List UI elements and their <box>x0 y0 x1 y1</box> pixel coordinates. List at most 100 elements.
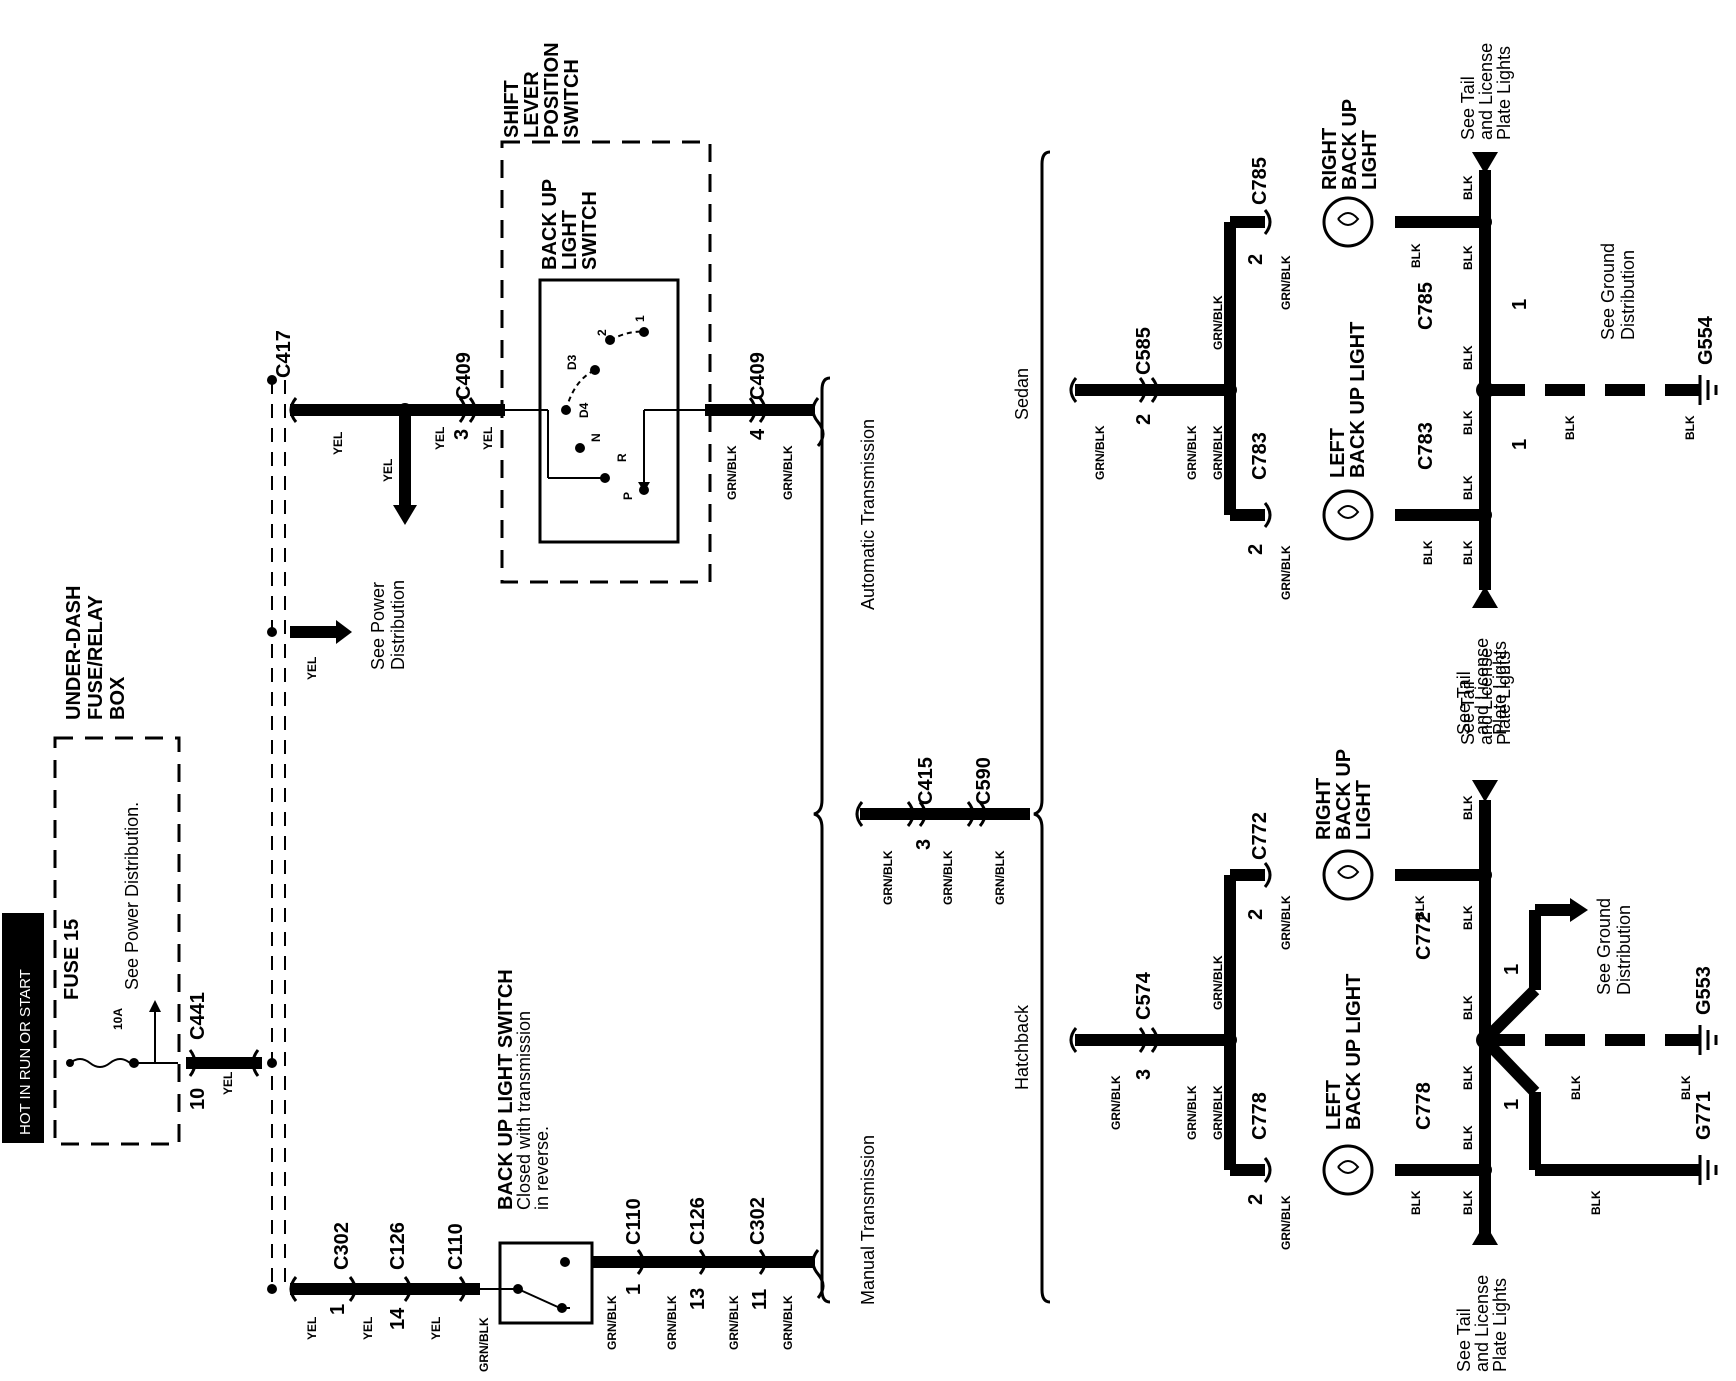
fuse-box-title-3: BOX <box>107 676 129 720</box>
power-ref-2: Distribution <box>388 580 408 670</box>
wire-label-blk: BLK <box>1461 795 1475 820</box>
c590-label: C590 <box>973 757 995 805</box>
wire-label-yel: YEL <box>305 657 319 680</box>
c785-label-b: C785 <box>1415 282 1437 330</box>
c574-label: C574 <box>1133 971 1155 1020</box>
pin-1: 1 <box>327 1304 349 1315</box>
pos-1: 1 <box>633 315 647 322</box>
wire-label-blk: BLK <box>1461 345 1475 370</box>
left-backup-lamp-sedan: LEFT BACK UP LIGHT <box>1322 322 1374 541</box>
wire-label-grn-blk: GRN/BLK <box>1279 545 1293 600</box>
c110-label-a: C110 <box>445 1223 467 1270</box>
svg-text:and License: and License <box>1472 638 1492 735</box>
pin-2: 2 <box>1245 909 1267 920</box>
pin-1: 1 <box>1501 964 1523 975</box>
wire-label-yel: YEL <box>331 432 345 455</box>
svg-text:and License: and License <box>1476 648 1496 745</box>
right-backup-lamp-hatchback: RIGHT BACK UP LIGHT <box>1313 749 1375 901</box>
wire-label-grn-blk: GRN/BLK <box>993 850 1007 905</box>
pos-n: N <box>589 433 603 442</box>
svg-text:and License: and License <box>1472 1275 1492 1372</box>
c441-label: C441 <box>187 992 209 1040</box>
wire-label-yel: YEL <box>305 1317 319 1340</box>
fuse-box: FUSE 15 10A See Power Distribution. <box>53 736 181 1146</box>
c302-label-b: C302 <box>747 1197 769 1245</box>
pin-11: 11 <box>749 1289 771 1310</box>
svg-text:and License: and License <box>1476 43 1496 140</box>
c415-label: C415 <box>915 757 937 805</box>
svg-text:Plate Lights: Plate Lights <box>1494 46 1514 140</box>
pos-2: 2 <box>595 329 609 336</box>
c785-label-a: C785 <box>1249 157 1271 205</box>
fuse-symbol <box>69 1058 131 1068</box>
wire-label-blk: BLK <box>1461 1190 1475 1215</box>
wire-label-grn-blk: GRN/BLK <box>881 850 895 905</box>
wire-label-blk: BLK <box>1461 1065 1475 1090</box>
wire-label-grn-blk: GRN/BLK <box>1279 1195 1293 1250</box>
manual-label: Manual Transmission <box>858 1135 878 1305</box>
wire-label-blk: BLK <box>1461 475 1475 500</box>
wire-label-blk: BLK <box>1409 243 1423 268</box>
wire-label-grn-blk: GRN/BLK <box>665 1295 679 1350</box>
svg-text:RIGHT: RIGHT <box>1313 778 1335 840</box>
power-ref-1: See Power <box>368 582 388 670</box>
wire-label-grn-blk: GRN/BLK <box>1211 425 1225 480</box>
pin-1: 1 <box>1509 299 1531 310</box>
c783-label-b: C783 <box>1415 422 1437 470</box>
wire-label-grn-blk: GRN/BLK <box>1185 1085 1199 1140</box>
wire-label-blk: BLK <box>1413 895 1427 920</box>
svg-text:Plate Lights: Plate Lights <box>1490 1278 1510 1372</box>
svg-text:LIGHT: LIGHT <box>1359 130 1381 190</box>
hot-label: HOT IN RUN OR START <box>17 969 34 1135</box>
svg-text:BACK UP: BACK UP <box>539 179 561 270</box>
ground-ref-2: Distribution <box>1614 905 1634 995</box>
wire-label-grn-blk: GRN/BLK <box>1211 295 1225 350</box>
pin-3: 3 <box>451 429 473 440</box>
fuse-box-title-1: UNDER-DASH <box>63 586 85 720</box>
pin-3: 3 <box>913 839 935 850</box>
pin-2: 2 <box>1245 544 1267 555</box>
wire-label-yel: YEL <box>381 459 395 482</box>
c409-label-a: C409 <box>453 352 475 400</box>
body-bracket <box>1033 150 1051 1304</box>
svg-text:Plate Lights: Plate Lights <box>1490 641 1510 735</box>
wire-label-grn-blk: GRN/BLK <box>727 1295 741 1350</box>
wire-label-yel: YEL <box>429 1317 443 1340</box>
ground-g554-icon <box>1698 375 1718 405</box>
wire-label-grn-blk: GRN/BLK <box>477 1317 491 1372</box>
ground-ref-1: See Ground <box>1594 898 1614 995</box>
wire-label-grn-blk: GRN/BLK <box>725 445 739 500</box>
svg-text:BACK UP LIGHT: BACK UP LIGHT <box>1347 322 1369 478</box>
c772-label-b: C772 <box>1413 912 1435 960</box>
svg-text:BACK UP: BACK UP <box>1339 99 1361 190</box>
pin-4: 4 <box>747 428 769 440</box>
wire-label-blk: BLK <box>1461 410 1475 435</box>
pin-2: 2 <box>1245 1194 1267 1205</box>
wire-label-grn-blk: GRN/BLK <box>781 1295 795 1350</box>
c585-label: C585 <box>1133 327 1155 375</box>
g771-label: G771 <box>1693 1091 1715 1140</box>
wire-label-yel: YEL <box>481 427 495 450</box>
svg-text:RIGHT: RIGHT <box>1319 128 1341 190</box>
left-backup-lamp-hatchback: LEFT BACK UP LIGHT <box>1322 974 1374 1196</box>
wire-label-grn-blk: GRN/BLK <box>1211 955 1225 1010</box>
wire-label-blk: BLK <box>1679 1075 1693 1100</box>
c110-label-b: C110 <box>623 1198 645 1245</box>
ground-ref-3: See Ground <box>1598 243 1618 340</box>
pin-2: 2 <box>1133 414 1155 425</box>
g553-label: G553 <box>1693 966 1715 1015</box>
svg-text:POSITION: POSITION <box>541 42 563 138</box>
wire-label-yel: YEL <box>221 1072 235 1095</box>
fuse-box-title-2: FUSE/RELAY <box>85 594 107 720</box>
c783-label-a: C783 <box>1249 432 1271 480</box>
svg-text:SWITCH: SWITCH <box>561 59 583 138</box>
manual-backup-switch: BACK UP LIGHT SWITCH Closed with transmi… <box>480 969 594 1325</box>
svg-text:Closed with transmission: Closed with transmission <box>514 1011 534 1210</box>
wire-label-blk: BLK <box>1569 1075 1583 1100</box>
svg-text:See Tail: See Tail <box>1458 681 1478 745</box>
pin-13: 13 <box>687 1288 709 1310</box>
svg-text:See Tail: See Tail <box>1454 671 1474 735</box>
svg-text:See Tail: See Tail <box>1458 76 1478 140</box>
svg-text:LIGHT: LIGHT <box>1353 780 1375 840</box>
